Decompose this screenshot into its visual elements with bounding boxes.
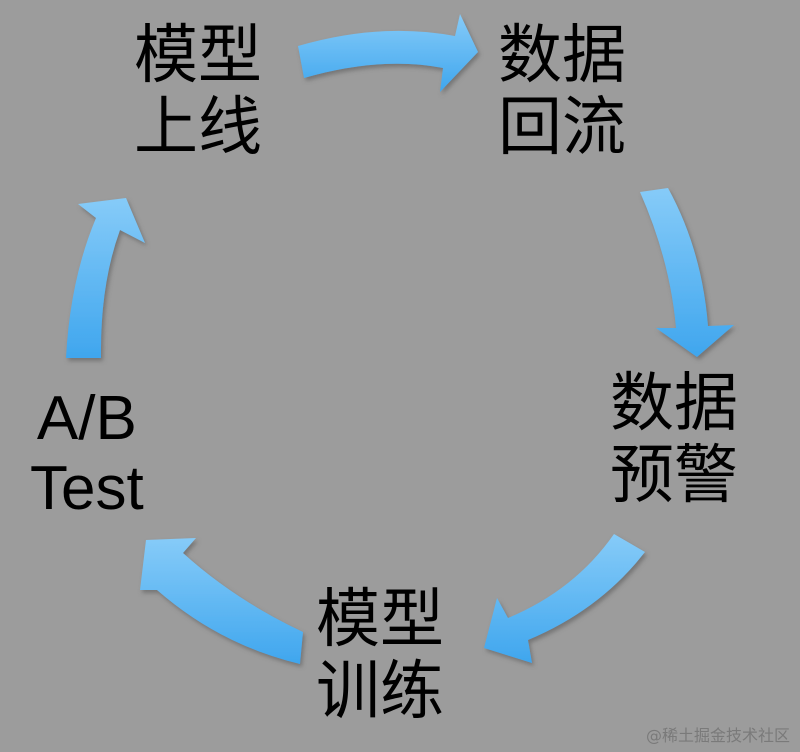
node-data-alert: 数据 预警 [610, 368, 738, 512]
arrow-reflow-to-alert [640, 188, 734, 357]
node-label-line: Test [30, 454, 144, 523]
node-ab-test: A/B Test [30, 384, 144, 524]
node-data-reflow: 数据 回流 [498, 20, 626, 164]
node-label-line: 模型 [316, 583, 444, 657]
node-label-line: 回流 [498, 91, 626, 165]
node-label-line: 训练 [316, 655, 444, 729]
node-label-line: A/B [36, 384, 137, 453]
node-label-line: 上线 [134, 91, 262, 165]
node-label-line: 数据 [498, 19, 626, 93]
arrow-alert-to-training [484, 534, 645, 663]
arrow-training-to-ab [140, 538, 303, 664]
arrow-online-to-reflow [298, 14, 478, 92]
node-model-online: 模型 上线 [134, 20, 262, 164]
node-model-training: 模型 训练 [316, 584, 444, 728]
node-label-line: 数据 [610, 367, 738, 441]
node-label-line: 模型 [134, 19, 262, 93]
node-label-line: 预警 [610, 439, 738, 513]
watermark: @稀土掘金技术社区 [645, 726, 790, 745]
arrow-ab-to-online [66, 198, 145, 358]
